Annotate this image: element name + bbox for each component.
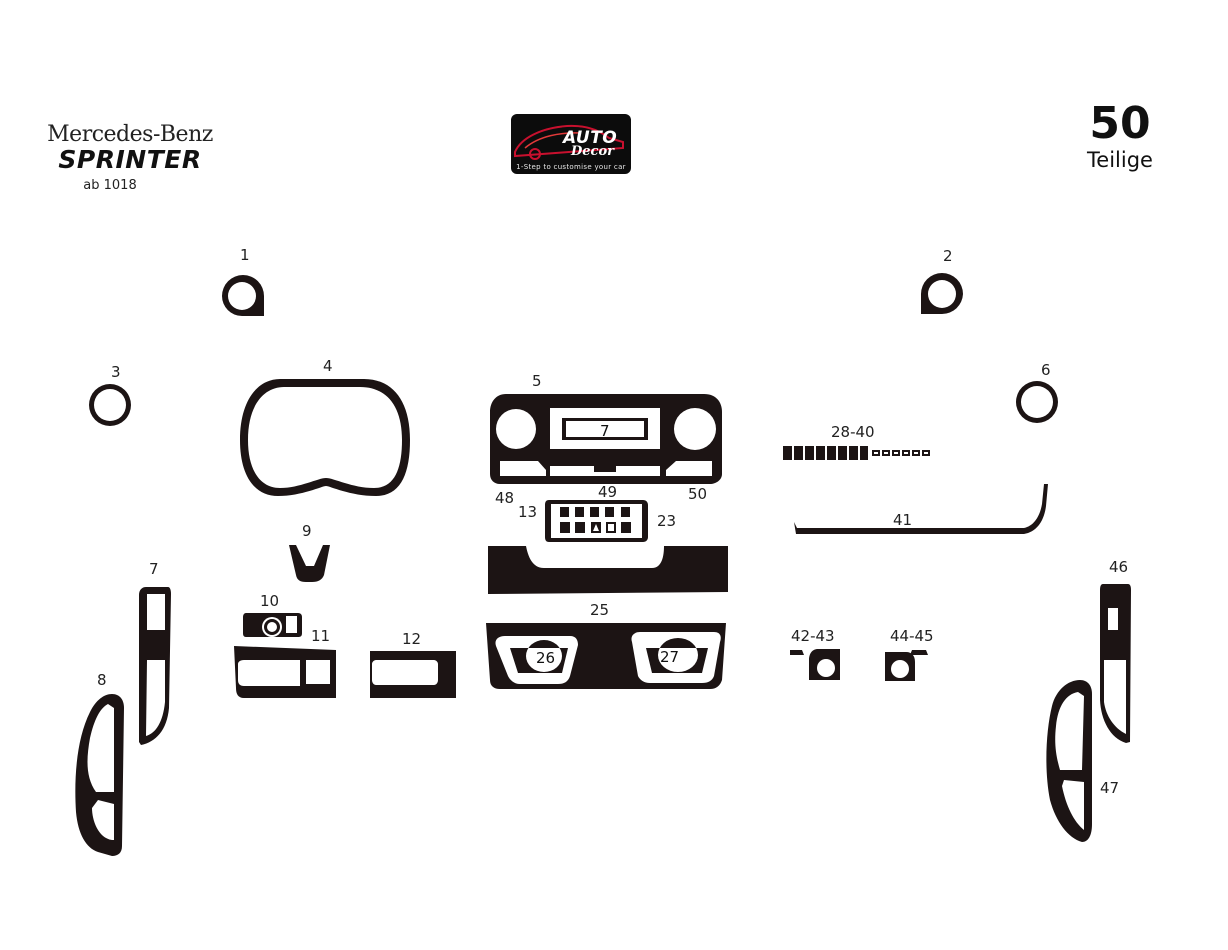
label-part-9: 9 [302, 522, 312, 540]
brand-block: Mercedes-Benz SPRINTER ab 1018 [40, 122, 220, 193]
part-24-center-strip [488, 546, 728, 594]
label-part-7-center: 7 [600, 422, 610, 440]
label-part-8: 8 [97, 671, 107, 689]
label-part-25: 25 [590, 601, 609, 619]
label-part-49: 49 [598, 483, 617, 501]
label-part-27: 27 [660, 648, 679, 666]
label-part-48: 48 [495, 489, 514, 507]
part-1-vent-ring [222, 275, 264, 316]
part-25-cupholder-frame [486, 623, 726, 689]
label-part-5: 5 [532, 372, 542, 390]
piece-count-label: Teilige [1087, 148, 1153, 172]
part-46-door-strip [1100, 584, 1131, 743]
label-part-6: 6 [1041, 361, 1051, 379]
part-5-center-frame [490, 394, 722, 484]
part-7-door-strip [139, 587, 171, 745]
part-8-door-handle-trim [75, 694, 124, 856]
label-part-10: 10 [260, 592, 279, 610]
label-part-44-45: 44-45 [890, 627, 934, 645]
car-silhouette-icon [514, 124, 624, 160]
part-4-cluster-frame [240, 379, 410, 496]
part-13-switch-panel [545, 500, 648, 542]
auto-decor-logo: AUTO Decor 1-Step to customise your car [511, 114, 631, 174]
brand-name: Mercedes-Benz [47, 122, 213, 147]
piece-count: 50 Teilige [1070, 98, 1170, 172]
label-part-7-door: 7 [149, 560, 159, 578]
label-part-3: 3 [111, 363, 121, 381]
logo-word: AUTO [563, 128, 618, 148]
logo-tagline: 1-Step to customise your car [516, 163, 626, 171]
label-part-41: 41 [893, 511, 912, 529]
label-part-46: 46 [1109, 558, 1128, 576]
label-part-4: 4 [323, 357, 333, 375]
part-3-ring [89, 384, 131, 426]
part-44-45-trim [885, 650, 928, 681]
label-part-24: 24 [584, 549, 603, 567]
label-part-23: 23 [657, 512, 676, 530]
label-part-28-40: 28-40 [831, 423, 875, 441]
piece-count-number: 50 [1089, 98, 1151, 149]
logo-word-2: Decor [571, 144, 614, 159]
part-12-trim-frame [370, 651, 456, 698]
part-42-43-trim [790, 649, 840, 680]
part-11-light-switch-panel [234, 646, 336, 698]
label-part-47: 47 [1100, 779, 1119, 797]
part-41-long-strip [794, 484, 1048, 534]
part-6-ring [1016, 381, 1058, 423]
model-year: ab 1018 [83, 178, 137, 193]
label-part-13: 13 [518, 503, 537, 521]
part-10-switch-trim [243, 613, 302, 637]
label-part-50: 50 [688, 485, 707, 503]
model-name: SPRINTER [58, 145, 202, 174]
label-part-12: 12 [402, 630, 421, 648]
label-part-26: 26 [536, 649, 555, 667]
label-part-42-43: 42-43 [791, 627, 835, 645]
label-part-1: 1 [240, 246, 250, 264]
label-part-2: 2 [943, 247, 953, 265]
part-2-vent-ring [921, 273, 963, 315]
label-part-11: 11 [311, 627, 330, 645]
part-47-door-handle-trim [1046, 680, 1092, 842]
part-9-trim [289, 545, 330, 582]
part-28-40-switch-covers [783, 446, 930, 460]
